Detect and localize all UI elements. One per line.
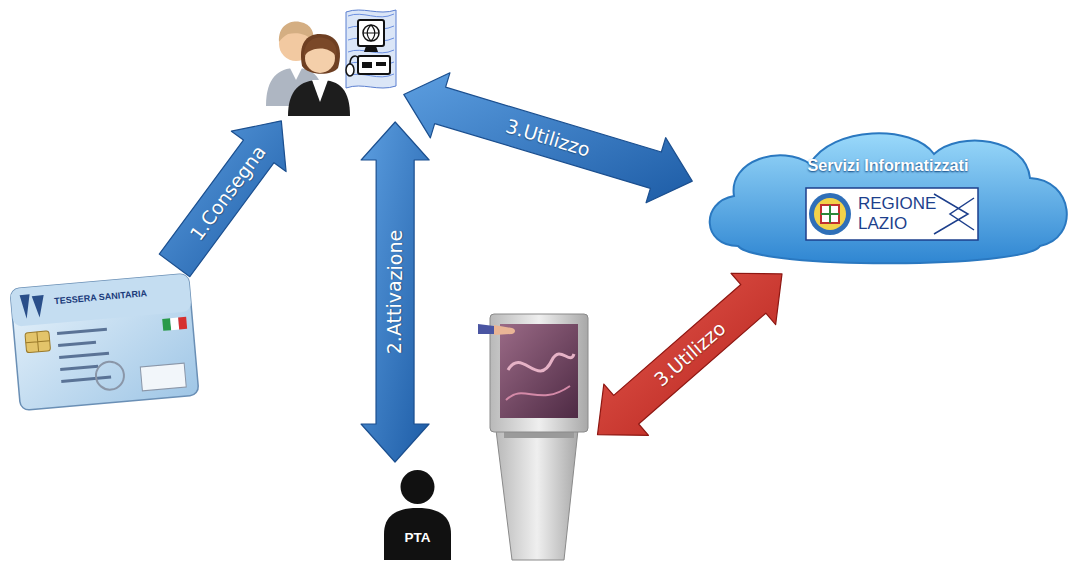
usage-arrow <box>404 73 693 203</box>
kiosk-usage-arrow <box>598 273 782 435</box>
users-icon <box>258 6 398 116</box>
kiosk-icon-art <box>478 310 593 562</box>
arrow-label: 2.Attivazione <box>386 230 405 354</box>
person-label: PTA <box>380 530 455 545</box>
activation-arrow <box>361 122 429 462</box>
kiosk-icon <box>478 310 593 562</box>
region-logo-text: REGIONE LAZIO <box>858 194 936 233</box>
pta-person-art <box>380 468 455 562</box>
arrow-label: 1.Consegna <box>187 142 269 244</box>
health-card: TESSERA SANITARIA <box>7 270 202 414</box>
cloud-title: Servizi Informatizzati <box>698 156 1078 175</box>
delivery-arrow <box>159 121 286 277</box>
services-cloud: Servizi InformatizzatiREGIONE LAZIO <box>698 122 1078 270</box>
pta-person: PTA <box>380 468 455 562</box>
users-icon-art <box>258 6 398 116</box>
